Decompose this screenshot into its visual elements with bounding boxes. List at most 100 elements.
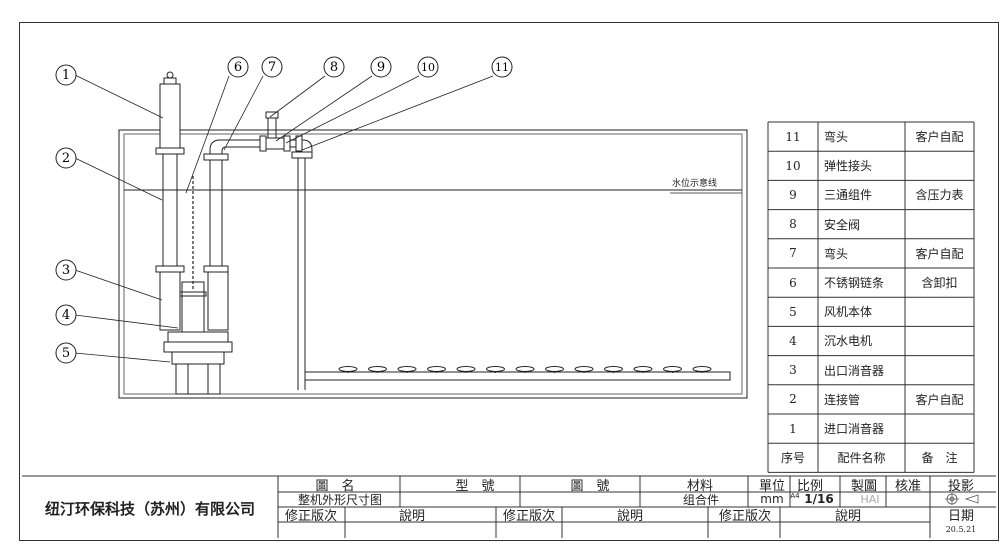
date-value: 20.5.21 xyxy=(945,524,977,534)
drawing-frame xyxy=(19,22,999,541)
submersible-motor xyxy=(179,176,207,333)
part-number: 8 xyxy=(789,217,797,232)
date-label: 日期 xyxy=(947,508,974,524)
unit-value: mm xyxy=(760,492,784,506)
callout-number: 1 xyxy=(62,68,70,83)
callout-number: 4 xyxy=(62,308,70,323)
title-header-approved: 核准 xyxy=(894,478,921,494)
callout-circle xyxy=(261,56,283,78)
part-number: 2 xyxy=(789,392,797,407)
callout-circle xyxy=(55,304,77,326)
diffuser-disc xyxy=(574,366,594,372)
drawn-by-value: HAI xyxy=(860,492,880,506)
callout-number: 6 xyxy=(234,60,242,75)
table-grid xyxy=(22,121,996,538)
diffuser-disc xyxy=(604,366,623,372)
callout-number: 10 xyxy=(421,61,435,74)
callout-circle xyxy=(55,147,77,169)
diffuser-header xyxy=(304,366,731,381)
part-name: 弯头 xyxy=(824,246,849,261)
part-note: 客户自配 xyxy=(915,392,964,407)
part-note xyxy=(905,210,974,239)
callout-number: 11 xyxy=(495,61,509,74)
header-part-note: 备 注 xyxy=(921,451,958,466)
title-header-drawing-no: 圖 號 xyxy=(570,478,610,494)
part-number: 6 xyxy=(789,275,797,290)
part-name: 沉水电机 xyxy=(824,334,873,349)
title-header-material: 材料 xyxy=(686,478,713,494)
part-number: 11 xyxy=(785,129,801,144)
blower-body xyxy=(163,331,233,395)
revision-label-1: 修正版次 xyxy=(284,508,337,524)
part-name: 进口消音器 xyxy=(824,422,885,437)
title-header-model: 型 號 xyxy=(455,478,495,494)
scale-value: 1/16 xyxy=(804,492,834,506)
callout-number: 8 xyxy=(330,60,338,75)
callout-leaders xyxy=(74,74,494,363)
callout-circle xyxy=(55,64,77,86)
diffuser-group xyxy=(338,366,712,373)
outlet-pipe xyxy=(203,111,313,266)
diffuser-disc xyxy=(486,366,505,372)
diffuser-disc xyxy=(515,366,535,372)
diffuser-disc xyxy=(368,366,387,372)
material-value: 组合件 xyxy=(682,492,719,507)
part-name: 弯头 xyxy=(824,130,849,145)
callout-circle xyxy=(491,56,513,78)
callout-circle xyxy=(55,342,77,364)
diffuser-disc xyxy=(338,366,358,372)
title-header-projection: 投影 xyxy=(947,478,974,494)
part-note: 客户自配 xyxy=(915,246,964,261)
riser-pipe xyxy=(297,158,306,390)
outlet-silencer xyxy=(155,265,229,331)
part-note xyxy=(905,356,974,385)
callout-number: 5 xyxy=(62,346,70,361)
part-name: 出口消音器 xyxy=(824,363,885,378)
description-label-2: 說明 xyxy=(616,508,643,524)
part-note: 含压力表 xyxy=(915,188,964,203)
company-name: 纽汀环保科技（苏州）有限公司 xyxy=(44,499,255,518)
diffuser-disc xyxy=(397,366,417,372)
callout-circle xyxy=(323,56,345,78)
callout-circle xyxy=(370,56,392,78)
part-number: 3 xyxy=(789,363,797,378)
diffuser-disc xyxy=(633,366,653,372)
callout-circle xyxy=(55,259,77,281)
part-name: 连接管 xyxy=(824,392,861,407)
diffuser-disc xyxy=(663,366,682,372)
part-note xyxy=(905,297,974,326)
paper-size: A4 xyxy=(790,492,800,500)
part-number: 1 xyxy=(789,421,797,436)
part-note: 客户自配 xyxy=(915,130,964,145)
title-header-drawn: 製圖 xyxy=(850,478,877,494)
revision-label-2: 修正版次 xyxy=(502,508,555,524)
part-note: 含卸扣 xyxy=(921,276,958,291)
drawing-name-value: 整机外形尺寸图 xyxy=(297,492,382,507)
callout-number: 9 xyxy=(377,60,385,75)
title-header-scale: 比例 xyxy=(796,478,823,494)
callout-number: 7 xyxy=(268,60,276,75)
part-number: 10 xyxy=(785,158,801,173)
description-label-3: 說明 xyxy=(834,508,861,524)
part-name: 不锈钢链条 xyxy=(824,276,885,291)
tank-outline xyxy=(118,129,748,399)
inlet-silencer xyxy=(155,71,185,266)
part-name: 安全阀 xyxy=(824,217,861,232)
part-note xyxy=(905,151,974,180)
water-level-line xyxy=(124,189,742,194)
header-part-name: 配件名称 xyxy=(837,451,886,466)
part-name: 弹性接头 xyxy=(824,159,873,174)
part-name: 三通组件 xyxy=(824,188,873,203)
diffuser-disc xyxy=(545,366,564,372)
callout-circle xyxy=(417,56,439,78)
part-name: 风机本体 xyxy=(824,305,873,320)
title-header-unit: 單位 xyxy=(758,478,785,494)
diffuser-disc xyxy=(692,366,712,372)
part-note xyxy=(905,326,974,355)
title-header-name: 圖 名 xyxy=(315,478,355,494)
callout-number: 3 xyxy=(62,263,70,278)
description-label-1: 說明 xyxy=(398,508,425,524)
diffuser-disc xyxy=(427,366,446,372)
